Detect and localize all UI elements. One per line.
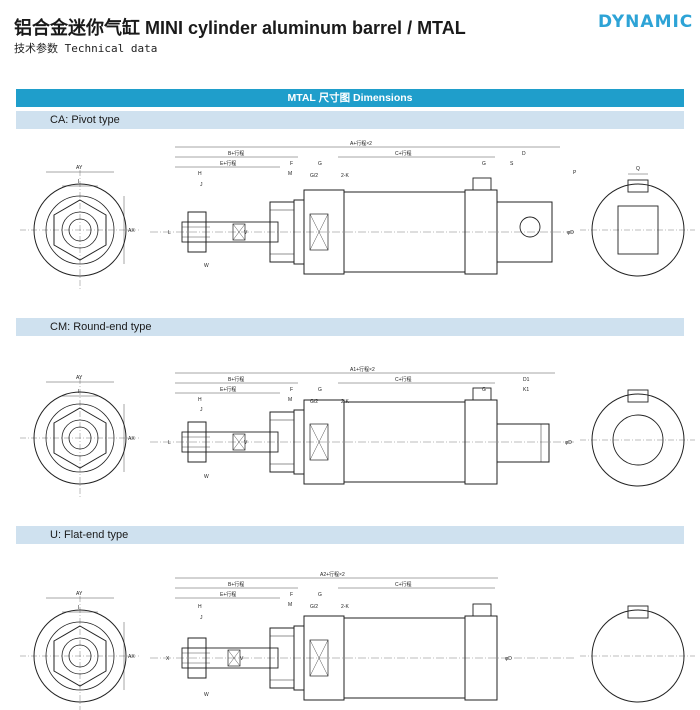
dim-e-stroke: E+行程 [220,386,236,393]
side-view [150,177,575,275]
section-label: CM: Round-end type [50,321,152,333]
dim-ay: AY [76,165,83,171]
dim-a-stroke: A+行程×2 [350,140,372,147]
section-header-flat: U: Flat-end type [16,526,684,544]
dim-2k: 2-K [341,173,349,179]
dim-m: M [288,171,292,177]
front-view [20,596,140,710]
dim-m: M [288,602,292,608]
dim-g: G [318,592,322,598]
dim-c-stroke: C+行程 [395,376,412,383]
dim-ax: AX [128,228,135,234]
dim-g2: G/2 [310,399,318,405]
page-subtitle: 技术参数 Technical data [14,42,158,55]
dim-j: J [200,407,203,413]
dim-e-stroke: E+行程 [220,160,236,167]
brand-logo: DYNAMIC [598,12,694,32]
dim-v: V [244,440,248,446]
dim-c-stroke: C+行程 [395,581,412,588]
dim-l: L [168,230,171,236]
dim-phi: φD [565,440,572,446]
dim-h: H [198,171,202,177]
dim-g-rear: G [482,161,486,167]
dim-phi: φD [567,230,574,236]
dim-f: F [290,161,293,167]
dim-i: I [78,389,79,395]
dim-ax: AX [128,654,135,660]
dim-b-stroke: B+行程 [228,376,244,383]
dim-w: W [204,474,209,480]
dim-ay: AY [76,375,83,381]
dim-x: X [166,656,170,662]
dim-g-rear: G [482,387,486,393]
dim-i: I [78,605,79,611]
dim-v: V [240,656,244,662]
dim-j: J [200,182,203,188]
front-view [20,170,140,290]
dim-w: W [204,263,209,269]
drawing-flat-end-type: AY I AX A2+行程×2 B+行程 C+行程 E+行程 F G H J M… [20,571,695,710]
dim-ay: AY [76,591,83,597]
dim-s: S [510,161,514,167]
dim-a2-stroke: A2+行程×2 [320,571,345,578]
dim-i: I [78,179,79,185]
section-header-round: CM: Round-end type [16,318,684,336]
dim-l: L [168,440,171,446]
dim-g2: G/2 [310,604,318,610]
dim-g2: G/2 [310,173,318,179]
dim-c-stroke: C+行程 [395,150,412,157]
side-view [150,387,575,485]
dim-e-stroke: E+行程 [220,591,236,598]
dim-g: G [318,387,322,393]
front-view [20,378,140,498]
dim-d: D [522,151,526,157]
drawing-round-end-type: AY I AX A1+行程×2 B+行程 C+行程 E+行程 F G G D1 [20,366,695,498]
dim-p: P [573,170,577,176]
dim-j: J [200,615,203,621]
dim-v: V [244,230,248,236]
dim-f: F [290,592,293,598]
dim-g: G [318,161,322,167]
section-header-pivot: CA: Pivot type [16,111,684,129]
dim-k1: K1 [523,387,529,393]
dim-2k: 2-K [341,604,349,610]
side-view [150,603,575,701]
dim-phi: φD [505,656,512,662]
dim-h: H [198,397,202,403]
dim-b-stroke: B+行程 [228,581,244,588]
dim-w: W [204,692,209,698]
section-label: CA: Pivot type [50,114,120,126]
end-view [580,605,695,703]
dim-h: H [198,604,202,610]
dim-ax: AX [128,436,135,442]
dim-2k: 2-K [341,399,349,405]
dim-b-stroke: B+行程 [228,150,244,157]
dim-a1-stroke: A1+行程×2 [350,366,375,373]
dim-m: M [288,397,292,403]
dim-f: F [290,387,293,393]
page-title: 铝合金迷你气缸 MINI cylinder aluminum barrel / … [14,18,466,38]
drawing-pivot-type: AY I AX A+行程×2 B+行程 C+行程 E+行程 F G G S [20,140,695,290]
dim-q: Q [636,166,640,172]
end-view [580,389,695,487]
dimensions-banner: MTAL 尺寸图 Dimensions [16,89,684,107]
end-view [580,173,695,277]
section-label: U: Flat-end type [50,529,129,541]
dim-d1: D1 [523,377,530,383]
